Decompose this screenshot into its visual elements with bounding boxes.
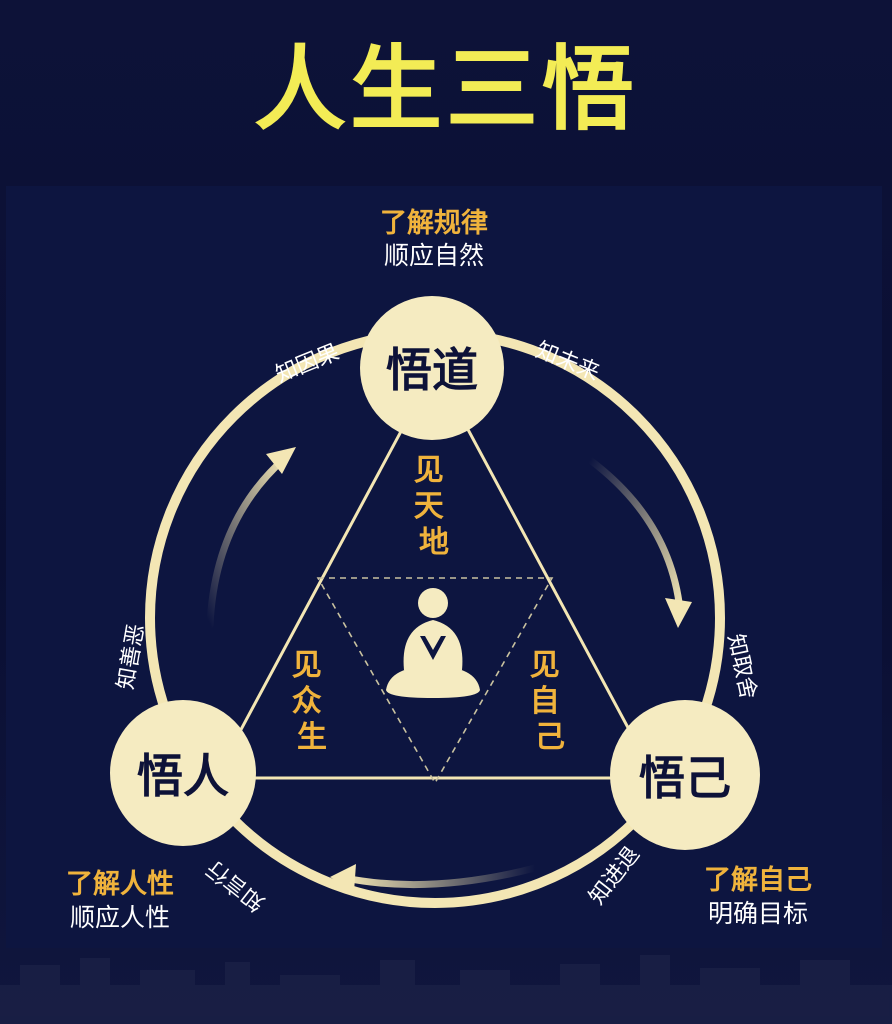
inner-label-left-char-2: 众	[292, 684, 322, 719]
flow-arrow-right	[586, 456, 692, 628]
node-right-label: 悟己	[639, 751, 731, 805]
arc-label-bottom-left: 知言行	[202, 855, 269, 915]
node-left-circle	[110, 700, 256, 846]
meditating-person-icon	[386, 588, 480, 698]
top-heading: 了解规律	[380, 208, 488, 239]
inner-label-top: 见 天 地	[414, 453, 454, 560]
arc-label-right: 知取舍	[722, 632, 760, 702]
arc-label-left: 知善恶	[114, 622, 150, 691]
node-top-label: 悟道	[386, 343, 478, 397]
flow-arrow-left	[206, 447, 296, 629]
inner-label-top-char-1: 见	[414, 453, 444, 488]
right-subtext: 明确目标	[708, 899, 808, 928]
skyline-silhouette	[0, 955, 892, 1024]
right-heading: 了解自己	[704, 864, 812, 896]
node-left-label: 悟人	[137, 749, 229, 803]
dashed-inverted-triangle	[316, 577, 554, 785]
inner-label-left-char-3: 生	[297, 720, 327, 755]
left-subtext: 顺应人性	[70, 903, 170, 932]
node-top-circle	[360, 296, 504, 440]
inner-label-right-char-1: 见	[530, 648, 560, 683]
inner-label-left: 见 众 生	[292, 648, 332, 755]
inner-label-right: 见 自 己	[530, 648, 570, 755]
arc-label-top-right: 知未来	[532, 338, 603, 386]
inner-label-top-char-3: 地	[419, 525, 449, 560]
node-right-circle	[610, 700, 760, 850]
page-title: 人生三悟	[253, 36, 638, 143]
inner-label-left-char-1: 见	[292, 648, 322, 683]
inner-label-top-char-2: 天	[414, 489, 444, 524]
inner-triangle	[212, 364, 658, 780]
top-subtext: 顺应自然	[384, 241, 484, 270]
left-heading: 了解人性	[66, 869, 174, 900]
arc-label-top-left: 知因果	[272, 340, 343, 388]
flow-arrow-bottom	[330, 864, 539, 892]
inner-label-right-char-3: 己	[535, 720, 565, 755]
inner-label-right-char-2: 自	[530, 684, 560, 719]
